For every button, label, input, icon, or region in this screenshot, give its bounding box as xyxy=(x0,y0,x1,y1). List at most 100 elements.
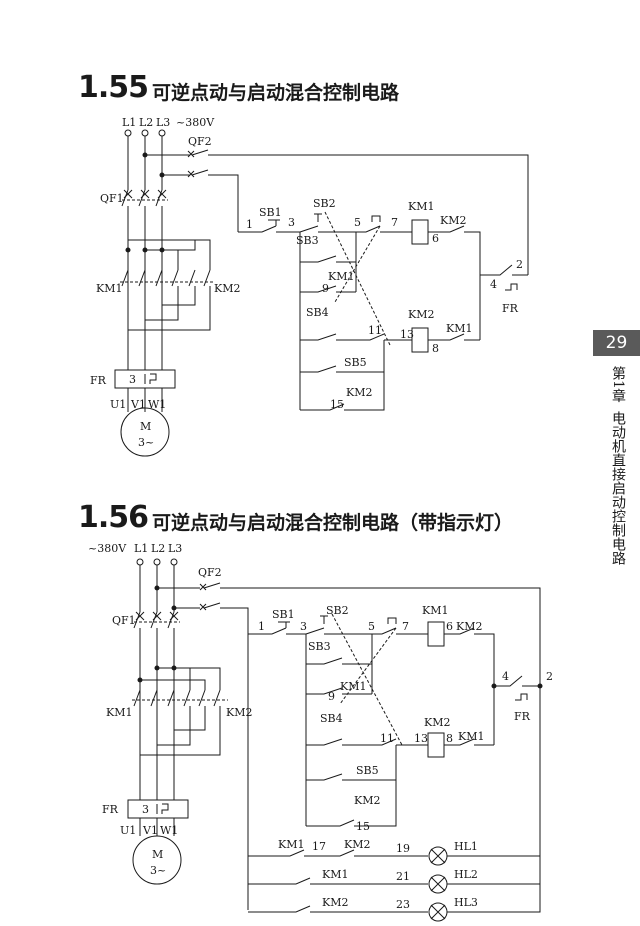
label-u1-2: U1 xyxy=(120,824,136,837)
node-11-b: 11 xyxy=(380,732,394,745)
label-qf2-2: QF2 xyxy=(198,566,222,579)
node-3-a: 3 xyxy=(288,216,295,229)
label-sb3-1: SB3 xyxy=(296,234,319,247)
fr-box-num-2: 3 xyxy=(142,803,149,816)
terminal-l1 xyxy=(124,129,132,137)
node-6-a: 6 xyxy=(432,232,439,245)
section-2-title: 可逆点动与启动混合控制电路（带指示灯） xyxy=(152,512,514,534)
node-4-a: 4 xyxy=(490,278,497,291)
label-hl3: HL3 xyxy=(454,896,478,909)
label-km2-lamp-2: KM2 xyxy=(322,896,348,909)
label-fr-2: FR xyxy=(102,803,119,816)
label-l3: L3 xyxy=(156,116,170,129)
motor-1-3: 3~ xyxy=(138,436,154,449)
node-13-a: 13 xyxy=(400,328,414,341)
node-2-b: 2 xyxy=(546,670,553,683)
motor-2-m: M xyxy=(152,848,163,861)
label-km2-main: KM2 xyxy=(214,282,240,295)
label-sb3-2: SB3 xyxy=(308,640,331,653)
label-km2-aux-2: KM2 xyxy=(346,386,372,399)
label-l1: L1 xyxy=(122,116,136,129)
node-1-b: 1 xyxy=(258,620,265,633)
node-9-a: 9 xyxy=(322,282,329,295)
motor-2 xyxy=(132,835,182,885)
label-qf1-2: QF1 xyxy=(112,614,136,627)
label-v1-2: V1 xyxy=(142,824,158,837)
node-21: 21 xyxy=(396,870,410,883)
label-km1-aux-2: KM1 xyxy=(446,322,472,335)
label-fr-1: FR xyxy=(90,374,107,387)
label-sb2-1: SB2 xyxy=(313,197,336,210)
node-8-a: 8 xyxy=(432,342,439,355)
label-l1-2: L1 xyxy=(134,542,148,555)
label-fr-contact-1: FR xyxy=(502,302,519,315)
node-17: 17 xyxy=(312,840,326,853)
diagram-1-55: L1 L2 L3 ~380V QF1 KM1 KM2 FR 3 U1 V1 W1… xyxy=(90,116,529,457)
node-7-a: 7 xyxy=(391,216,398,229)
motor-1-m: M xyxy=(140,420,151,433)
label-sb4-2: SB4 xyxy=(320,712,343,725)
node-11-a: 11 xyxy=(368,324,382,337)
label-km2-coil-2: KM2 xyxy=(424,716,450,729)
node-2-a: 2 xyxy=(516,258,523,271)
label-fr-contact-2: FR xyxy=(514,710,531,723)
label-km2-coil-1: KM2 xyxy=(408,308,434,321)
label-w1-1: W1 xyxy=(148,398,166,411)
label-w1-2: W1 xyxy=(160,824,178,837)
label-voltage-2: ~380V xyxy=(88,542,127,555)
terminal-l2 xyxy=(141,129,149,137)
node-8-b: 8 xyxy=(446,732,453,745)
label-km1-lamp-1: KM1 xyxy=(278,838,304,851)
terminal-l3 xyxy=(158,129,166,137)
node-3-b: 3 xyxy=(300,620,307,633)
label-km1-aux-4: KM1 xyxy=(458,730,484,743)
label-km2-lamp-1: KM2 xyxy=(344,838,370,851)
label-km1-lamp-2: KM1 xyxy=(322,868,348,881)
label-sb4-1: SB4 xyxy=(306,306,329,319)
motor-1 xyxy=(120,407,170,457)
label-hl1: HL1 xyxy=(454,840,478,853)
chapter-number: 第1章 xyxy=(610,366,626,403)
node-1-a: 1 xyxy=(246,218,253,231)
label-sb5-1: SB5 xyxy=(344,356,367,369)
node-7-b: 7 xyxy=(402,620,409,633)
label-sb1-2: SB1 xyxy=(272,608,295,621)
label-l3-2: L3 xyxy=(168,542,182,555)
label-hl2: HL2 xyxy=(454,868,478,881)
label-km2-aux-3: KM2 xyxy=(456,620,482,633)
label-km2-aux-4: KM2 xyxy=(354,794,380,807)
label-km1-main: KM1 xyxy=(96,282,122,295)
node-15-a: 15 xyxy=(330,398,344,411)
node-5-b: 5 xyxy=(368,620,375,633)
label-km2-main-2: KM2 xyxy=(226,706,252,719)
diagram-1-56: ~380V L1 L2 L3 QF1 KM1 KM2 FR 3 U1 V1 W1… xyxy=(88,542,553,922)
motor-2-3: 3~ xyxy=(150,864,166,877)
node-13-b: 13 xyxy=(414,732,428,745)
section-1-title: 可逆点动与启动混合控制电路 xyxy=(152,82,400,104)
node-5-a: 5 xyxy=(354,216,361,229)
label-km1-main-2: KM1 xyxy=(106,706,132,719)
node-19: 19 xyxy=(396,842,410,855)
label-sb2-2: SB2 xyxy=(326,604,349,617)
label-km1-coil-2: KM1 xyxy=(422,604,448,617)
section-1-number: 1.55 xyxy=(78,70,149,105)
label-qf1: QF1 xyxy=(100,192,124,205)
node-15-b: 15 xyxy=(356,820,370,833)
label-u1-1: U1 xyxy=(110,398,126,411)
chapter-name: 电动机直接启动控制电路 xyxy=(610,410,626,565)
node-4-b: 4 xyxy=(502,670,509,683)
node-9-b: 9 xyxy=(328,690,335,703)
node-23: 23 xyxy=(396,898,410,911)
label-km1-aux-1: KM1 xyxy=(328,270,354,283)
label-km1-coil-1: KM1 xyxy=(408,200,434,213)
label-l2: L2 xyxy=(139,116,153,129)
label-l2-2: L2 xyxy=(151,542,165,555)
label-voltage: ~380V xyxy=(176,116,215,129)
label-km2-aux-1: KM2 xyxy=(440,214,466,227)
page-number-tab: 29 xyxy=(593,330,640,356)
label-sb5-2: SB5 xyxy=(356,764,379,777)
section-2-number: 1.56 xyxy=(78,500,149,535)
fr-box-num-1: 3 xyxy=(129,373,136,386)
node-6-b: 6 xyxy=(446,620,453,633)
